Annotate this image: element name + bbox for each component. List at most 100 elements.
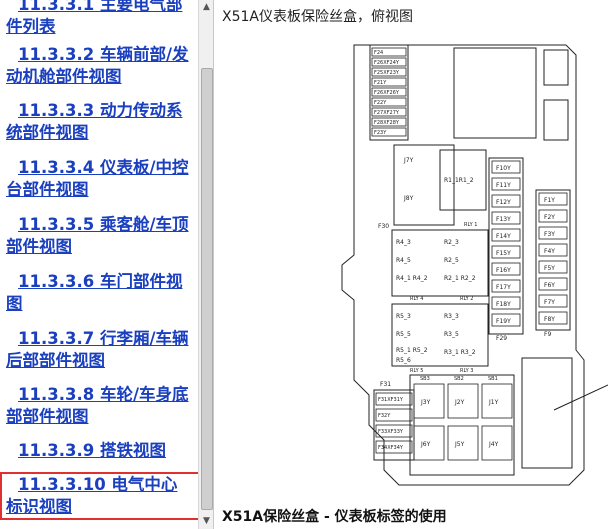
fuse-bottom-3 <box>375 440 413 454</box>
fuse-left-5 <box>371 97 407 107</box>
sb-label-0: SB3 <box>420 376 430 382</box>
fuse-left-label-4: F26XF26Y <box>374 90 400 96</box>
nav-item-door-view[interactable]: 11.3.3.6 车门部件视 图 <box>6 272 183 313</box>
mid-fuse-column <box>488 157 524 335</box>
fuse-right-label-7: F8Y <box>544 316 555 323</box>
fuse-mid-7 <box>491 279 521 293</box>
relay-group-label-0: RLY 1 <box>464 222 477 228</box>
j-relay-block <box>393 144 455 226</box>
fuse-left-4 <box>371 87 407 97</box>
r1-relay <box>439 149 487 211</box>
fuse-right-label-2: F3Y <box>544 231 555 238</box>
jcase-4 <box>447 425 479 461</box>
fuse-right-6 <box>538 294 568 308</box>
fuse-mid-label-1: F11Y <box>496 182 511 189</box>
scroll-up-arrow-icon[interactable]: ▲ <box>203 2 210 12</box>
fuse-left-2 <box>371 67 407 77</box>
nav-item-trunk-rear-view[interactable]: 11.3.3.7 行李厢/车辆 后部部件视图 <box>6 329 189 370</box>
relay-group-label-2: RLY 2 <box>460 296 473 302</box>
nav-item-cabin-roof-view[interactable]: 11.3.3.5 乘客舱/车顶 部件视图 <box>6 215 189 256</box>
scroll-thumb[interactable] <box>201 68 213 510</box>
fuse-left-7 <box>371 117 407 127</box>
right-fuse-column <box>535 189 571 331</box>
fuse-left-label-2: F25XF23Y <box>374 70 400 76</box>
nav-item-ground-view[interactable]: 11.3.3.9 搭铁视图 <box>18 441 166 460</box>
nav-item-front-engine-view[interactable]: 11.3.3.2 车辆前部/发 动机舱部件视图 <box>6 45 189 86</box>
relay-label-7: R2_5 <box>444 257 459 264</box>
fuse-bottom-label-0: F31XF31Y <box>378 397 404 403</box>
fuse-left-label-0: F24 <box>374 50 383 56</box>
fuse-right-label-6: F7Y <box>544 299 555 306</box>
fuse-bottom-label-2: F33XF33Y <box>378 429 404 435</box>
nav-item-dashboard-view[interactable]: 11.3.3.4 仪表板/中控 台部件视图 <box>6 158 189 199</box>
fuse-mid-9 <box>491 313 521 327</box>
housing-outline <box>341 44 585 486</box>
fuse-left-label-3: F21Y <box>374 80 387 86</box>
fuse-mid-1 <box>491 177 521 191</box>
relay-label-8: R2_1 R2_2 <box>444 275 476 282</box>
fuse-right-7 <box>538 311 568 325</box>
bottom-fuse-block <box>373 389 415 461</box>
fuse-mid-4 <box>491 228 521 242</box>
relay-group-label-3: RLY 5 <box>410 368 423 374</box>
fuse-mid-label-0: F10Y <box>496 165 511 172</box>
jcase-label-5: J4Y <box>488 441 499 448</box>
relay-label-6: R2_3 <box>444 239 459 246</box>
relay-label-10: R5_5 <box>396 331 411 338</box>
relay-label-9: R5_3 <box>396 313 411 320</box>
fuse-left-label-8: F23Y <box>374 130 387 136</box>
fuse-bottom-label-3: F34XF34Y <box>378 445 404 451</box>
fuse-left-0 <box>371 47 407 57</box>
relay-group-top <box>391 229 489 297</box>
jcase-5 <box>481 425 513 461</box>
fuse-right-label-3: F4Y <box>544 248 555 255</box>
relay-group-bottom <box>391 303 489 367</box>
scroll-down-arrow-icon[interactable]: ▼ <box>203 516 210 526</box>
fuse-mid-label-9: F19Y <box>496 318 511 325</box>
fuse-mid-2 <box>491 194 521 208</box>
nav-item-powertrain-view[interactable]: 11.3.3.3 动力传动系 统部件视图 <box>6 101 183 142</box>
fuse-left-1 <box>371 57 407 67</box>
relay-group-label-1: RLY 4 <box>410 296 423 302</box>
fuse-group-label-2: F9 <box>544 331 551 338</box>
relay-label-12: R5_6 <box>396 357 411 364</box>
sidebar-scrollbar[interactable]: ▲ ▼ <box>198 0 214 529</box>
fuse-mid-label-3: F13Y <box>496 216 511 223</box>
nav-item-electrical-center-view[interactable]: 11.3.3.10 电气中心 标识视图 <box>0 472 198 520</box>
leader-line <box>553 384 608 411</box>
jcase-1 <box>447 383 479 419</box>
relay-label-11: R5_1 R5_2 <box>396 347 428 354</box>
fuse-mid-label-5: F15Y <box>496 250 511 257</box>
fuse-group-label-0: F30 <box>378 223 389 230</box>
left-fuse-stack <box>369 44 409 141</box>
fuse-mid-8 <box>491 296 521 310</box>
jcase-label-1: J2Y <box>454 399 465 406</box>
diagram-title: X51A仪表板保险丝盒，俯视图 <box>222 9 413 25</box>
fuse-mid-label-6: F16Y <box>496 267 511 274</box>
fuse-right-1 <box>538 209 568 223</box>
fuse-right-label-4: F5Y <box>544 265 555 272</box>
fuse-mid-label-7: F17Y <box>496 284 511 291</box>
jcase-0 <box>413 383 445 419</box>
nav-item-main-parts-list[interactable]: 11.3.3.1 主要电气部 件列表 <box>6 0 183 36</box>
fuse-bottom-label-1: F32Y <box>378 413 391 419</box>
jcase-label-2: J1Y <box>488 399 499 406</box>
fuse-mid-0 <box>491 160 521 174</box>
fuse-bottom-2 <box>375 424 413 438</box>
sb-label-1: SB2 <box>454 376 464 382</box>
fuse-left-label-1: F26XF24Y <box>374 60 400 66</box>
fuse-group-label-1: F29 <box>496 335 507 342</box>
fuse-group-label-3: F31 <box>380 381 391 388</box>
fuse-mid-label-8: F18Y <box>496 301 511 308</box>
jcase-label-3: J6Y <box>420 441 431 448</box>
diagram-caption: X51A保险丝盒 - 仪表板标签的使用 <box>222 509 447 525</box>
relay-label-0: J7Y <box>403 157 414 164</box>
fuse-mid-6 <box>491 262 521 276</box>
fuse-right-label-1: F2Y <box>544 214 555 221</box>
nav-item-wheel-underbody-view[interactable]: 11.3.3.8 车轮/车身底 部部件视图 <box>6 385 189 426</box>
fuse-right-5 <box>538 277 568 291</box>
jcase-3 <box>413 425 445 461</box>
fuse-right-3 <box>538 243 568 257</box>
relay-group-label-4: RLY 3 <box>460 368 473 374</box>
